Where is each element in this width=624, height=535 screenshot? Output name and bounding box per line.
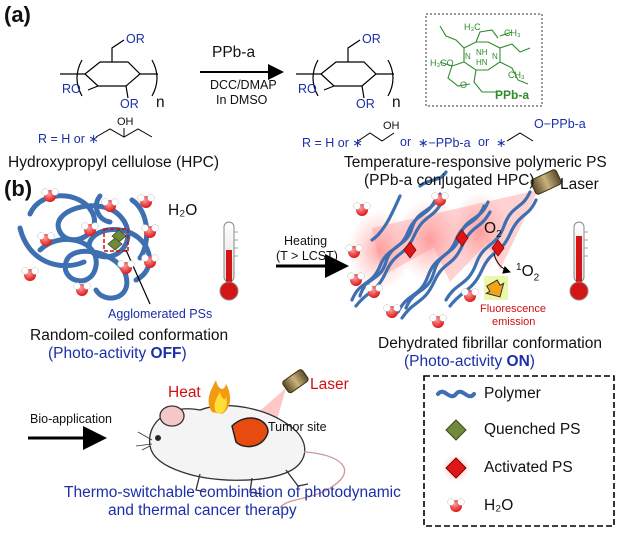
right-n: n bbox=[392, 94, 401, 111]
agglomerate-pointer bbox=[125, 249, 151, 305]
right-caption-1: Dehydrated fibrillar conformation bbox=[378, 335, 602, 352]
heat-flame-icon bbox=[208, 380, 231, 414]
laser-device-bio bbox=[282, 369, 309, 394]
reagent-label: PPb-a bbox=[212, 44, 256, 61]
struct-n2: N bbox=[492, 52, 498, 61]
activated-ps-1 bbox=[403, 241, 417, 259]
right-caption-2: (Photo-activity ON) bbox=[404, 353, 535, 370]
laser-label-bio: Laser bbox=[310, 376, 349, 393]
quenched-ps-2 bbox=[107, 237, 123, 251]
right-ro: RO bbox=[298, 82, 317, 96]
right-r-ppba2: O−PPb-a bbox=[534, 117, 586, 131]
ppba-structure-box bbox=[425, 13, 543, 107]
right-r-or2: or bbox=[478, 135, 490, 149]
right-r-ppba1: ∗−PPb-a bbox=[418, 136, 471, 150]
conditions-1: DCC/DMAP bbox=[210, 78, 277, 92]
left-or-bottom: OR bbox=[120, 97, 139, 111]
bio-caption-2: and thermal cancer therapy bbox=[108, 502, 297, 519]
h2o-label: H₂O bbox=[168, 202, 198, 219]
right-r-or1: or bbox=[400, 135, 412, 149]
agglomerated-label: Agglomerated PSs bbox=[108, 307, 213, 321]
left-caption-2: (Photo-activity OFF) bbox=[48, 345, 187, 362]
thermometer-right bbox=[569, 221, 589, 301]
fluorescence-arrow bbox=[485, 279, 505, 298]
heating-label-1: Heating bbox=[284, 234, 328, 248]
ps-caption-2: (PPb-a conjugated HPC) bbox=[364, 172, 535, 189]
right-r-star: ∗ bbox=[496, 136, 507, 150]
random-coil-polymer bbox=[17, 193, 152, 301]
legend-item-activated: Activated PS bbox=[484, 459, 573, 476]
bio-caption-1: Thermo-switchable combination of photody… bbox=[64, 484, 401, 501]
singlet-o2-label: 1O2 bbox=[516, 262, 540, 284]
legend-activated-icon bbox=[445, 457, 467, 479]
hydroxypropyl-sidechain-left bbox=[95, 128, 153, 138]
legend-polymer-icon bbox=[436, 389, 476, 399]
legend-item-polymer: Polymer bbox=[484, 385, 541, 402]
hpc-structure bbox=[60, 39, 158, 99]
mouse bbox=[135, 404, 346, 509]
struct-label: PPb-a bbox=[495, 88, 530, 102]
struct-o: O bbox=[460, 80, 468, 90]
struct-n1: N bbox=[465, 52, 471, 61]
struct-hn: HN bbox=[476, 58, 488, 67]
struct-ch3-2: CH₃ bbox=[508, 70, 525, 80]
ppba-structure bbox=[439, 25, 531, 93]
left-r-oh: OH bbox=[117, 116, 134, 128]
laser-device-right bbox=[530, 169, 562, 195]
fluorescence-label-2: emission bbox=[492, 316, 536, 328]
left-n: n bbox=[156, 94, 165, 111]
right-or-top: OR bbox=[362, 32, 381, 46]
right-r-oh: OH bbox=[383, 120, 400, 132]
heat-label: Heat bbox=[168, 384, 201, 401]
left-caption-1: Random-coiled conformation bbox=[30, 327, 229, 344]
hydroxypropyl-sidechain-right bbox=[357, 132, 534, 142]
legend-item-quenched: Quenched PS bbox=[484, 421, 581, 438]
ps-caption-1: Temperature-responsive polymeric PS bbox=[344, 154, 607, 171]
left-ro: RO bbox=[62, 82, 81, 96]
left-r-def: R = H or ∗ bbox=[38, 132, 99, 146]
right-or-bottom: OR bbox=[356, 97, 375, 111]
struct-nh: NH bbox=[476, 48, 488, 57]
right-r-def: R = H or ∗ bbox=[302, 136, 363, 150]
activated-ps-3 bbox=[491, 239, 505, 257]
struct-h3c: H₃C bbox=[464, 22, 481, 32]
bio-arrow-label: Bio-application bbox=[30, 412, 112, 426]
struct-ch3-1: CH₃ bbox=[504, 28, 521, 38]
tumor-label: Tumor site bbox=[268, 420, 327, 434]
o2-label: O2 bbox=[484, 220, 502, 241]
panel-a-label: (a) bbox=[4, 2, 31, 27]
legend-item-water: H₂O bbox=[484, 497, 514, 514]
struct-h3co: H₃CO bbox=[430, 58, 454, 68]
glow-1 bbox=[348, 210, 412, 290]
fluorescence-label-1: Fluorescence bbox=[480, 303, 547, 315]
legend-quenched-icon bbox=[445, 419, 467, 441]
agglomerate-box bbox=[103, 228, 129, 252]
glow-2 bbox=[396, 198, 464, 282]
activated-ps-2 bbox=[455, 229, 469, 247]
hpc-caption: Hydroxypropyl cellulose (HPC) bbox=[8, 154, 220, 171]
thermometer-left bbox=[219, 221, 239, 301]
conditions-2: In DMSO bbox=[216, 93, 268, 107]
laser-label-right: Laser bbox=[560, 176, 599, 193]
singlet-oxygen-arrow bbox=[493, 253, 511, 274]
panel-b-label: (b) bbox=[4, 176, 33, 201]
conjugated-structure bbox=[296, 39, 394, 99]
left-or-top: OR bbox=[126, 32, 145, 46]
heating-label-2: (T > LCST) bbox=[276, 249, 338, 263]
